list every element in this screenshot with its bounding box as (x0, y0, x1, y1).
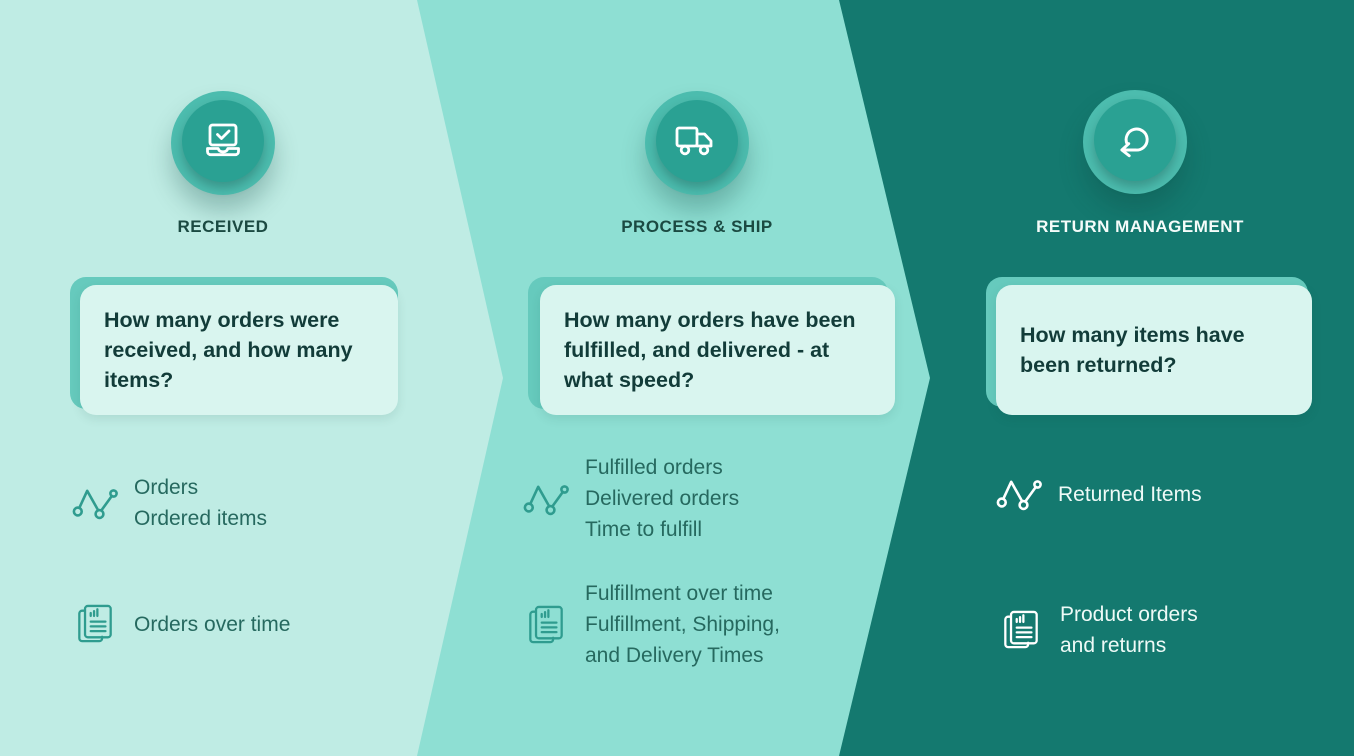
metric-label: Fulfilled orders Delivered orders Time t… (585, 456, 740, 541)
report-icon (523, 603, 569, 647)
report-icon (72, 602, 118, 646)
question-text: How many orders were received, and how m… (104, 308, 353, 392)
question-card: How many items have been returned? (996, 285, 1312, 415)
question-text: How many items have been returned? (1020, 323, 1245, 377)
metric-label: Product orders and returns (1060, 603, 1198, 657)
metric-item: Fulfillment over time Fulfillment, Shipp… (523, 578, 780, 671)
step-title: RETURN MANAGEMENT (1036, 217, 1244, 236)
metric-label: Orders Ordered items (134, 476, 268, 530)
metric-item: Orders over time (72, 602, 290, 646)
step-title: PROCESS & SHIP (621, 217, 773, 236)
metric-item: Fulfilled orders Delivered orders Time t… (523, 452, 739, 545)
icon-badge (171, 91, 275, 195)
metric-label: Fulfillment over time Fulfillment, Shipp… (585, 582, 780, 667)
metric-item: Orders Ordered items (72, 472, 267, 534)
step-title: RECEIVED (177, 217, 269, 236)
metric-item: Product orders and returns (998, 599, 1198, 661)
question-text: How many orders have been fulfilled, and… (564, 308, 856, 392)
return-arrow-icon (1094, 99, 1176, 181)
icon-badge (1083, 90, 1187, 194)
metric-item: Returned Items (996, 475, 1202, 513)
report-icon (998, 608, 1044, 652)
delivery-truck-icon (656, 100, 738, 182)
line-chart-icon (523, 480, 569, 518)
line-chart-icon (996, 475, 1042, 513)
metric-label: Orders over time (134, 612, 291, 636)
metric-label: Returned Items (1058, 482, 1202, 506)
question-card: How many orders were received, and how m… (80, 285, 398, 415)
line-chart-icon (72, 484, 118, 522)
laptop-check-icon (182, 100, 264, 182)
question-card: How many orders have been fulfilled, and… (540, 285, 895, 415)
icon-badge (645, 91, 749, 195)
